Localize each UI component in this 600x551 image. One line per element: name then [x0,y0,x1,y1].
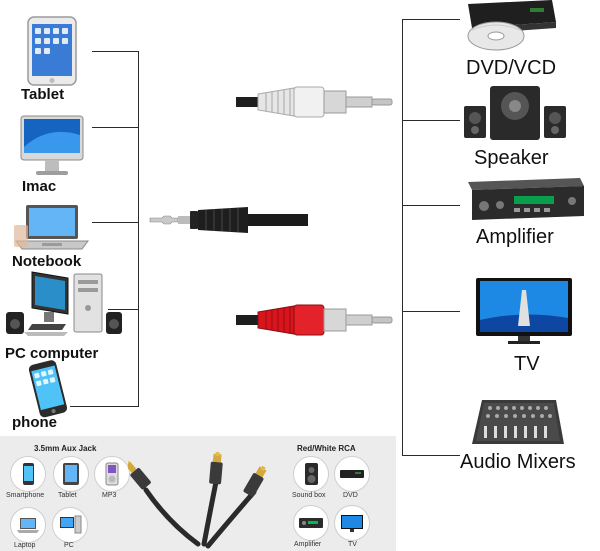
inset-amplifier-icon [293,505,329,541]
imac-icon [20,115,84,175]
inset-label-tv: TV [348,541,357,548]
inset-pc-icon [52,507,88,543]
inset-cable-3-5mm-to-rca-icon [128,452,267,549]
connector-line-tablet [92,51,138,52]
inset-label-dvd: DVD [343,492,358,499]
inset-label-pc: PC [64,542,74,549]
audio-mixer-icon [472,400,564,444]
dvd-player-icon [467,0,556,51]
connector-line-notebook [92,222,138,223]
aux-3-5mm-plug-icon [149,207,308,233]
tablet-icon [27,16,77,86]
connector-line-tv [402,311,460,312]
right-device-label-audio-mixer: Audio Mixers [460,451,576,473]
inset-title-rca: Red/White RCA [297,444,356,453]
left-device-label-pc-computer: PC computer [5,345,99,362]
pc-computer-icon [6,271,122,336]
left-device-label-tablet: Tablet [21,86,65,103]
connector-line-audio-mixer [402,455,460,456]
connector-line-dvd [402,19,460,20]
amplifier-icon [468,178,584,220]
left-device-label-notebook: Notebook [12,253,82,270]
right-device-label-speaker: Speaker [474,147,549,169]
inset-title-aux-jack: 3.5mm Aux Jack [34,444,97,453]
left-bus-line [138,51,139,407]
inset-label-smartphone: Smartphone [6,492,45,499]
white-rca-plug-icon [236,86,393,118]
inset-label-mp3: MP3 [102,492,117,499]
connector-line-imac [92,127,138,128]
phone-icon [28,360,68,418]
notebook-icon [14,205,89,250]
speaker-icon [464,86,566,140]
inset-laptop-icon [10,507,46,543]
inset-smartphone-icon [10,456,46,492]
connector-line-amplifier [402,205,460,206]
inset-mp3-player-icon [94,456,130,492]
inset-label-amplifier: Amplifier [294,541,322,548]
tv-icon [476,278,572,344]
inset-tv-icon [334,505,370,541]
inset-label-tablet: Tablet [58,492,77,499]
right-bus-line [402,19,403,456]
left-device-label-phone: phone [12,414,57,431]
right-device-label-amplifier: Amplifier [476,226,554,248]
inset-sound-box-icon [293,456,329,492]
left-device-label-imac: Imac [22,178,57,195]
inset-dvd-icon [334,456,370,492]
red-rca-plug-icon [236,304,393,336]
right-device-label-dvd: DVD/VCD [466,57,557,79]
connector-line-speaker [402,120,460,121]
inset-label-sound-box: Sound box [292,492,326,499]
inset-tablet-icon [53,456,89,492]
connector-line-phone [70,406,138,407]
inset-label-laptop: Laptop [14,542,36,549]
connector-line-pc-computer [108,309,138,310]
right-device-label-tv: TV [514,353,540,375]
